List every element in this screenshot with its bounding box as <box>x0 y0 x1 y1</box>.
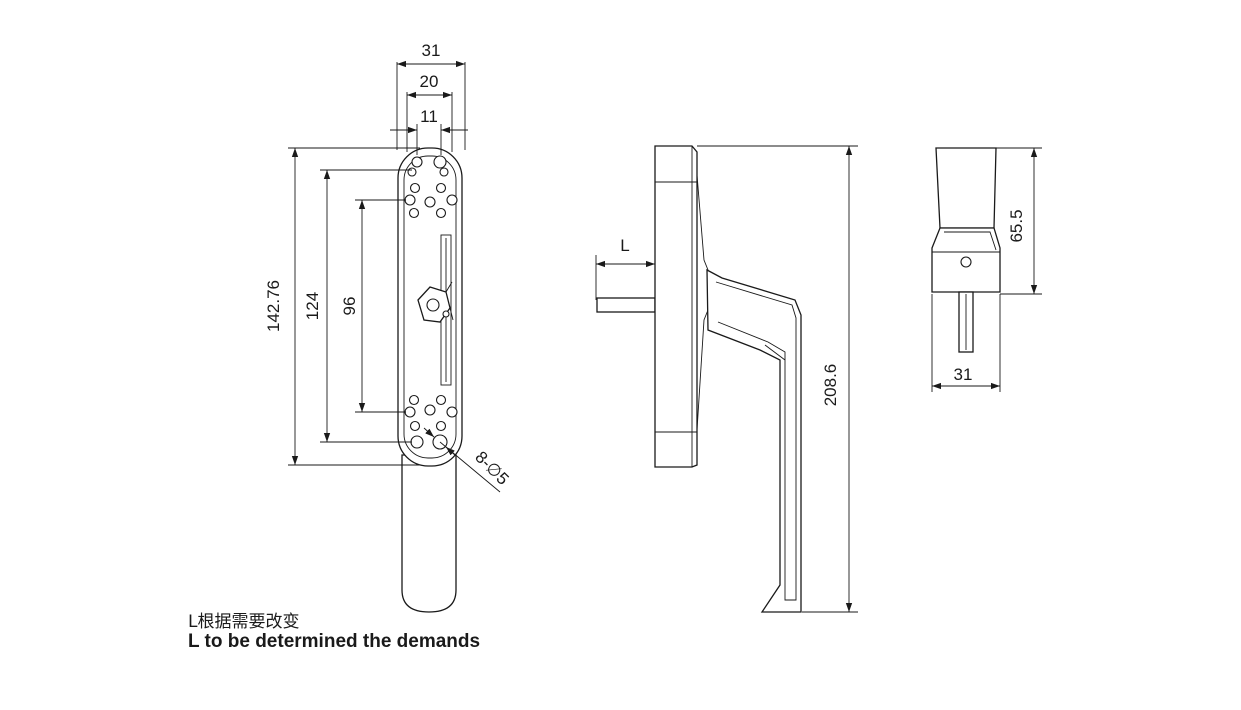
dim-spindle-length: L <box>620 236 629 255</box>
dim-height-inner-holes: 96 <box>340 297 359 316</box>
dim-width-holes: 20 <box>420 72 439 91</box>
lever-end <box>935 147 997 229</box>
end-view: 65.5 31 <box>931 147 1042 392</box>
note-english: L to be determined the demands <box>188 631 481 652</box>
dim-hole-spec: 8-∅5 <box>471 447 512 488</box>
dim-end-width: 31 <box>954 365 973 384</box>
dim-height-outer-holes: 124 <box>303 292 322 320</box>
front-view: 31 20 11 142.76 124 96 8-∅5 <box>264 41 513 613</box>
base-plate-inner <box>403 155 457 459</box>
fixing-holes <box>404 155 458 450</box>
side-view: L 208.6 <box>595 145 858 613</box>
dim-end-height: 65.5 <box>1007 209 1026 242</box>
spindle <box>596 297 656 313</box>
handle-grip <box>401 454 457 613</box>
note-chinese: L根据需要改变 <box>188 612 300 632</box>
dim-width-overall: 31 <box>422 41 441 60</box>
dim-height-total: 208.6 <box>821 364 840 407</box>
base-profile <box>654 145 698 468</box>
lever-arm <box>706 268 802 613</box>
dim-height-overall: 142.76 <box>264 280 283 332</box>
dim-width-inner: 11 <box>420 107 438 126</box>
